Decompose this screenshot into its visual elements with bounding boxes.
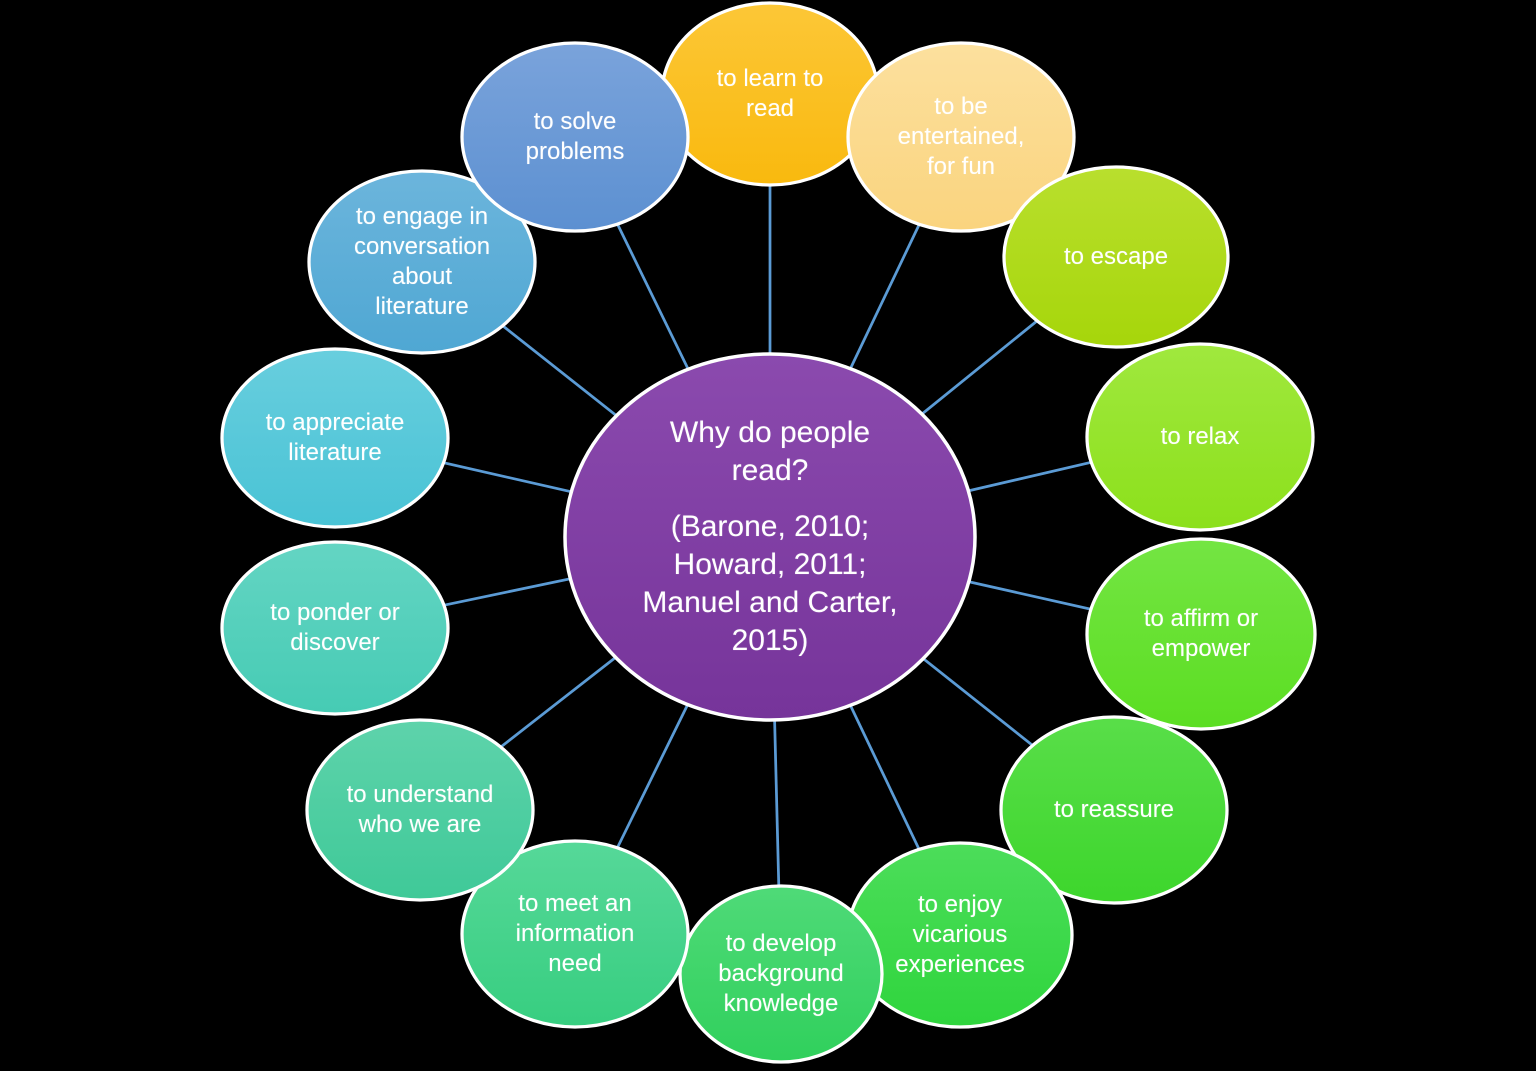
- node-label-reassure: to reassure: [1054, 795, 1174, 825]
- node-label-escape: to escape: [1064, 242, 1168, 272]
- node-label-meet-an-information-need: to meet an information need: [516, 889, 635, 979]
- center-label-line: read?: [731, 454, 809, 487]
- center-label-line: Howard, 2011;: [673, 548, 867, 581]
- node-label-solve-problems: to solve problems: [526, 107, 625, 167]
- node-ellipse-reassure: [999, 715, 1229, 905]
- node-ellipse-escape: [1002, 165, 1230, 349]
- node-ellipse-meet-an-information-need: [460, 839, 690, 1029]
- node-ellipse-appreciate-literature: [220, 347, 450, 529]
- node-label-line: to engage in: [355, 203, 489, 230]
- node-label-affirm-or-empower: to affirm or empower: [1144, 604, 1258, 664]
- node-label-ponder-or-discover: to ponder or discover: [270, 598, 399, 658]
- node-ellipse-develop-background-knowledge: [678, 884, 884, 1064]
- node-label-line: need: [548, 950, 602, 977]
- node-label-line: to meet an: [518, 890, 632, 917]
- node-label-line: literature: [288, 439, 382, 466]
- node-label-understand-who-we-are: to understand who we are: [347, 780, 494, 840]
- node-label-line: background: [718, 960, 844, 987]
- node-label-line: discover: [290, 629, 380, 656]
- node-label-line: information: [515, 920, 635, 947]
- node-label-develop-background-knowledge: to develop background knowledge: [718, 929, 843, 1019]
- node-label-line: to reassure: [1053, 796, 1175, 823]
- node-label-line: to escape: [1063, 243, 1169, 270]
- node-label-line: experiences: [895, 951, 1025, 978]
- center-label-line: 2015): [731, 624, 809, 657]
- node-label-line: to be: [934, 93, 988, 120]
- node-label-line: vicarious: [912, 921, 1008, 948]
- node-label-appreciate-literature: to appreciate literature: [266, 408, 405, 468]
- node-label-line: to solve: [533, 108, 617, 135]
- node-label-line: to develop: [725, 930, 837, 957]
- node-label-line: who we are: [358, 811, 482, 838]
- center-label-line: (Barone, 2010;: [670, 510, 870, 543]
- node-label-be-entertained-for-fun: to be entertained, for fun: [898, 92, 1025, 182]
- node-label-engage-in-conversation-about-literature: to engage in conversation about literature: [354, 202, 490, 322]
- node-label-center-question: Why do people read? (Barone, 2010; Howard, …: [642, 414, 897, 660]
- center-label-line: Why do people: [669, 416, 871, 449]
- node-label-line: read: [745, 95, 795, 122]
- node-ellipse-engage-in-conversation-about-literature: [307, 169, 537, 355]
- node-ellipse-center-question: [563, 352, 977, 722]
- node-label-line: knowledge: [723, 990, 839, 1017]
- node-label-line: empower: [1151, 635, 1251, 662]
- node-label-line: to ponder or: [270, 599, 400, 626]
- center-paragraph: Why do people read?: [642, 414, 897, 490]
- center-label-line: Manuel and Carter,: [642, 586, 898, 619]
- node-ellipse-affirm-or-empower: [1085, 537, 1317, 731]
- node-label-enjoy-vicarious-experiences: to enjoy vicarious experiences: [895, 890, 1024, 980]
- node-label-line: to learn to: [716, 65, 824, 92]
- node-label-line: entertained,: [897, 123, 1025, 150]
- node-label-line: to relax: [1160, 423, 1240, 450]
- node-ellipse-solve-problems: [460, 41, 690, 233]
- node-label-line: to appreciate: [265, 409, 405, 436]
- node-label-line: literature: [375, 293, 469, 320]
- node-label-line: about: [391, 263, 453, 290]
- center-paragraph: (Barone, 2010; Howard, 2011; Manuel and Ca…: [642, 508, 897, 660]
- node-ellipse-relax: [1085, 342, 1315, 532]
- node-label-relax: to relax: [1161, 422, 1240, 452]
- node-ellipse-understand-who-we-are: [305, 718, 535, 902]
- node-label-line: conversation: [353, 233, 491, 260]
- node-label-line: to affirm or: [1143, 605, 1259, 632]
- node-ellipse-be-entertained-for-fun: [846, 41, 1076, 233]
- node-ellipse-ponder-or-discover: [220, 540, 450, 716]
- node-label-line: to understand: [346, 781, 494, 808]
- node-label-line: problems: [525, 138, 625, 165]
- node-label-line: to enjoy: [917, 891, 1003, 918]
- node-label-line: for fun: [926, 153, 996, 180]
- node-label-learn-to-read: to learn to read: [717, 64, 824, 124]
